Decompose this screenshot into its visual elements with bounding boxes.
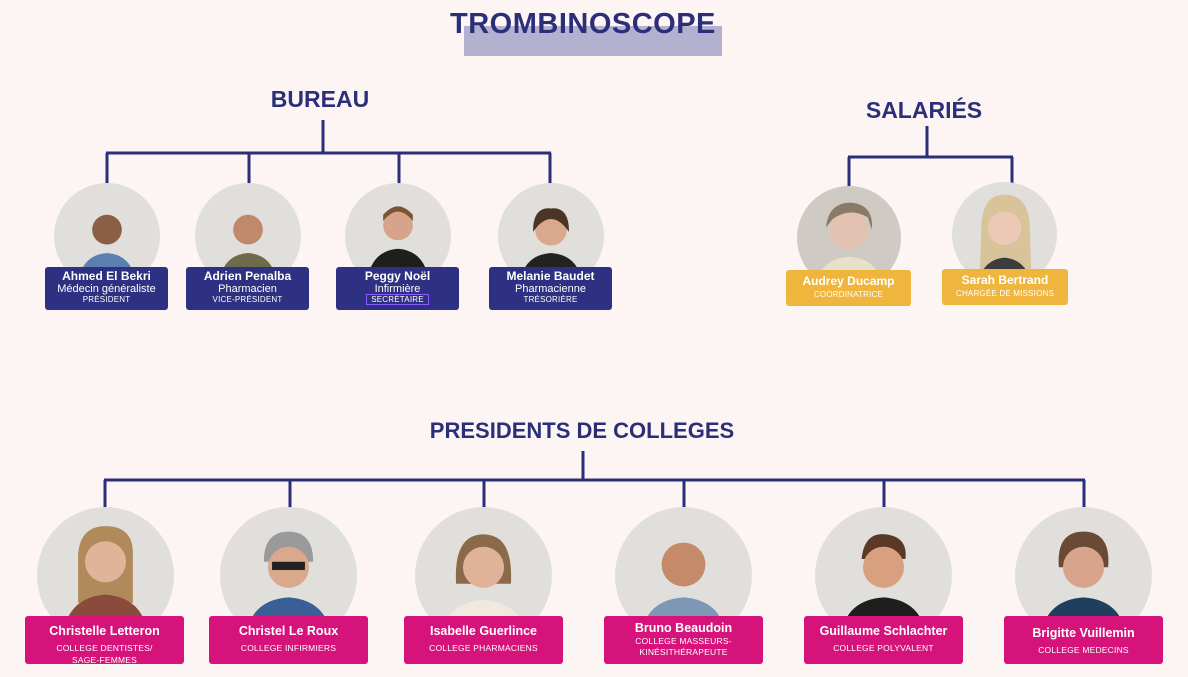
person-role: COORDINATRICE — [813, 290, 884, 299]
person-role: COLLEGE DENTISTES/SAGE-FEMMES — [56, 643, 153, 665]
person-role: PRÉSIDENT — [82, 295, 131, 304]
person-role: VICE-PRÉSIDENT — [212, 295, 283, 304]
name-card: Christel Le Roux COLLEGE INFIRMIERS — [209, 616, 368, 664]
person-job: Pharmacienne — [515, 283, 586, 295]
person-job: Pharmacien — [218, 283, 277, 295]
person-role: SECRÉTAIRE — [366, 294, 429, 305]
person-role: COLLEGE PHARMACIENS — [429, 643, 538, 653]
person-name: Sarah Bertrand — [961, 273, 1049, 287]
person-name: Christel Le Roux — [238, 624, 339, 638]
person-role: CHARGÉE DE MISSIONS — [955, 289, 1055, 298]
name-card: Audrey Ducamp COORDINATRICE — [786, 270, 911, 306]
person-name: Bruno Beaudoin — [634, 621, 733, 635]
name-card: Melanie Baudet Pharmacienne TRÉSORIÈRE — [489, 267, 612, 310]
person-name: Guillaume Schlachter — [819, 624, 948, 638]
name-card: Guillaume Schlachter COLLEGE POLYVALENT — [804, 616, 963, 664]
person-role: TRÉSORIÈRE — [523, 295, 578, 304]
name-card: Bruno Beaudoin COLLEGE MASSEURS-KINÉSITH… — [604, 616, 763, 664]
page-title-block: TROMBINOSCOPE — [450, 8, 730, 58]
salaries-section-title: SALARIÉS — [865, 97, 983, 123]
name-card: Adrien Penalba Pharmacien VICE-PRÉSIDENT — [186, 267, 309, 310]
person-name: Ahmed El Bekri — [62, 269, 151, 283]
person-role: COLLEGE MEDECINS — [1038, 645, 1129, 655]
person-name: Isabelle Guerlince — [430, 624, 537, 638]
name-card: Ahmed El Bekri Médecin généraliste PRÉSI… — [45, 267, 168, 310]
person-role: COLLEGE POLYVALENT — [833, 643, 934, 653]
person-name: Christelle Letteron — [49, 624, 160, 638]
person-name: Melanie Baudet — [506, 269, 595, 283]
page-title: TROMBINOSCOPE — [450, 8, 716, 40]
person-role: COLLEGE MASSEURS-KINÉSITHÉRAPEUTE — [635, 636, 732, 657]
person-name: Peggy Noël — [364, 269, 431, 283]
person-name: Audrey Ducamp — [802, 274, 895, 288]
person-job: Infirmière — [374, 283, 421, 295]
name-card: Brigitte Vuillemin COLLEGE MEDECINS — [1004, 616, 1163, 664]
name-card: Sarah Bertrand CHARGÉE DE MISSIONS — [942, 269, 1068, 305]
person-job: Médecin généraliste — [57, 283, 156, 295]
title-underline-bar — [464, 26, 722, 56]
colleges-section-title: PRESIDENTS DE COLLEGES — [429, 418, 735, 443]
name-card: Peggy Noël Infirmière SECRÉTAIRE — [336, 267, 459, 310]
person-name: Brigitte Vuillemin — [1032, 626, 1135, 640]
person-name: Adrien Penalba — [203, 269, 292, 283]
name-card: Christelle Letteron COLLEGE DENTISTES/SA… — [25, 616, 184, 665]
name-card: Isabelle Guerlince COLLEGE PHARMACIENS — [404, 616, 563, 664]
person-role: COLLEGE INFIRMIERS — [240, 643, 337, 653]
bureau-section-title: BUREAU — [270, 86, 370, 112]
